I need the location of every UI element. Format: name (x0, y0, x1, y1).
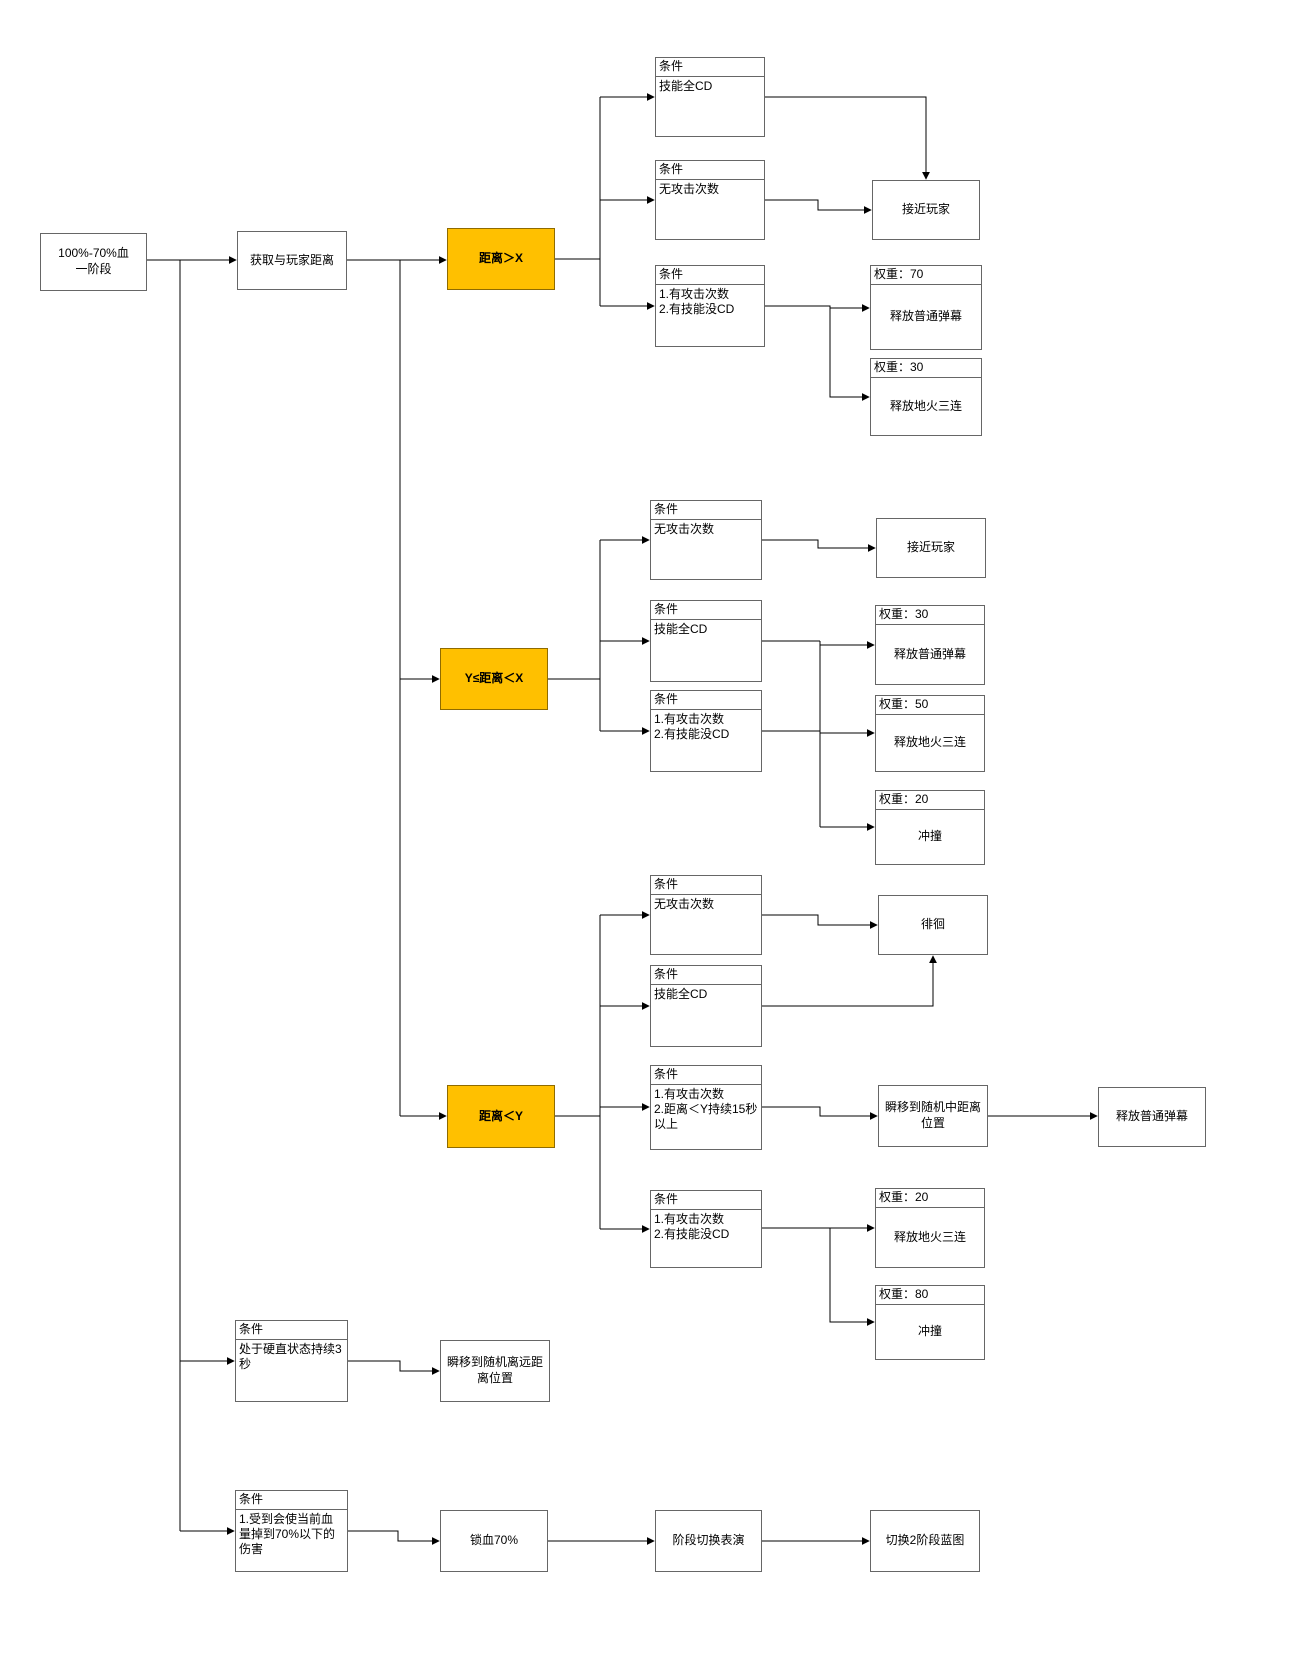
node-far-weight30-ground-fire[interactable]: 权重：30 释放地火三连 (870, 358, 982, 436)
node-far-cond-attack[interactable]: 条件 1.有攻击次数 2.有技能没CD (655, 265, 765, 347)
edge-near-no-attack-to-wander (762, 914, 878, 929)
weight-action: 冲撞 (917, 829, 942, 844)
condition-body: 1.有攻击次数 2.有技能没CD (654, 1211, 730, 1241)
node-near-weight20-ground-fire[interactable]: 权重：20 释放地火三连 (875, 1188, 985, 1268)
weight-action: 释放普通弹幕 (893, 646, 966, 661)
edge-near-attack-to-w80 (829, 1228, 875, 1326)
node-far-approach-player[interactable]: 接近玩家 (872, 180, 980, 240)
node-near-cond-skill-cd[interactable]: 条件 技能全CD (650, 965, 762, 1047)
condition-header: 条件 (651, 501, 761, 520)
node-dist-between-y-x[interactable]: Y≤距离＜X (440, 648, 548, 710)
condition-header: 条件 (236, 1491, 347, 1510)
condition-header: 条件 (656, 161, 764, 180)
node-wander[interactable]: 徘徊 (878, 895, 988, 955)
condition-body: 1.有攻击次数 2.距离＜Y持续15秒以上 (654, 1086, 758, 1132)
node-dist-gt-x[interactable]: 距离＞X (447, 228, 555, 290)
node-near-cond-15s[interactable]: 条件 1.有攻击次数 2.距离＜Y持续15秒以上 (650, 1065, 762, 1150)
node-get-player-distance[interactable]: 获取与玩家距离 (237, 231, 347, 290)
condition-body: 无攻击次数 (654, 521, 715, 536)
weight-action: 释放地火三连 (889, 398, 962, 413)
edge-hp-drop-to-lock-hp (348, 1530, 440, 1545)
weight-header: 权重：50 (876, 696, 984, 715)
node-cond-hp-drop[interactable]: 条件 1.受到会使当前血量掉到70%以下的伤害 (235, 1490, 348, 1572)
node-mid-weight30-barrage[interactable]: 权重：30 释放普通弹幕 (875, 605, 985, 685)
node-teleport-mid-distance[interactable]: 瞬移到随机中距离位置 (878, 1085, 988, 1147)
condition-header: 条件 (651, 601, 761, 620)
condition-body: 技能全CD (659, 78, 713, 93)
node-phase-1[interactable]: 100%-70%血 一阶段 (40, 233, 147, 291)
edge-far-skill-cd-to-approach (765, 96, 930, 180)
condition-body: 无攻击次数 (659, 181, 720, 196)
weight-action: 释放普通弹幕 (889, 309, 962, 324)
edge-near-skill-cd-to-wander (762, 955, 937, 1007)
edge-far-no-attack-to-approach (765, 199, 872, 214)
condition-header: 条件 (651, 691, 761, 710)
condition-header: 条件 (651, 1066, 761, 1085)
node-lock-hp-70[interactable]: 锁血70% (440, 1510, 548, 1572)
node-dist-lt-y[interactable]: 距离＜Y (447, 1085, 555, 1148)
condition-body: 技能全CD (654, 621, 708, 636)
edge-far-attack-to-w70 (765, 304, 870, 312)
condition-header: 条件 (651, 966, 761, 985)
node-mid-cond-attack[interactable]: 条件 1.有攻击次数 2.有技能没CD (650, 690, 762, 772)
weight-action: 冲撞 (917, 1324, 942, 1339)
weight-header: 权重：30 (876, 606, 984, 625)
condition-body: 技能全CD (654, 986, 708, 1001)
node-near-cond-attack[interactable]: 条件 1.有攻击次数 2.有技能没CD (650, 1190, 762, 1268)
condition-header: 条件 (236, 1321, 347, 1340)
node-phase-switch-performance[interactable]: 阶段切换表演 (655, 1510, 762, 1572)
node-near-release-barrage[interactable]: 释放普通弹幕 (1098, 1087, 1206, 1147)
node-mid-approach-player[interactable]: 接近玩家 (876, 518, 986, 578)
node-teleport-far-distance[interactable]: 瞬移到随机离远距离位置 (440, 1340, 550, 1402)
condition-body: 1.有攻击次数 2.有技能没CD (654, 711, 730, 741)
node-near-cond-no-attack[interactable]: 条件 无攻击次数 (650, 875, 762, 955)
edge-near-15s-to-teleport-mid (762, 1106, 878, 1120)
node-far-cond-no-attack[interactable]: 条件 无攻击次数 (655, 160, 765, 240)
condition-header: 条件 (656, 266, 764, 285)
condition-body: 无攻击次数 (654, 896, 715, 911)
condition-body: 1.受到会使当前血量掉到70%以下的伤害 (239, 1511, 336, 1557)
node-mid-weight20-charge[interactable]: 权重：20 冲撞 (875, 790, 985, 865)
node-mid-cond-skill-cd[interactable]: 条件 技能全CD (650, 600, 762, 682)
condition-body: 处于硬直状态持续3秒 (239, 1341, 342, 1371)
node-far-cond-skill-cd[interactable]: 条件 技能全CD (655, 57, 765, 137)
edge-far-attack-to-w30 (829, 307, 870, 401)
node-switch-phase2-blueprint[interactable]: 切换2阶段蓝图 (870, 1510, 980, 1572)
node-mid-cond-no-attack[interactable]: 条件 无攻击次数 (650, 500, 762, 580)
condition-header: 条件 (651, 876, 761, 895)
condition-body: 1.有攻击次数 2.有技能没CD (659, 286, 735, 316)
weight-header: 权重：80 (876, 1286, 984, 1305)
node-cond-stagger[interactable]: 条件 处于硬直状态持续3秒 (235, 1320, 348, 1402)
condition-header: 条件 (651, 1191, 761, 1210)
condition-header: 条件 (656, 58, 764, 77)
edge-mid-no-attack-to-approach (762, 539, 876, 552)
weight-header: 权重：30 (871, 359, 981, 378)
weight-action: 释放地火三连 (893, 735, 966, 750)
weight-action: 释放地火三连 (893, 1229, 966, 1244)
weight-header: 权重：20 (876, 1189, 984, 1208)
node-near-weight80-charge[interactable]: 权重：80 冲撞 (875, 1285, 985, 1360)
weight-header: 权重：20 (876, 791, 984, 810)
edge-stagger-to-teleport-far (348, 1360, 440, 1375)
node-far-weight70-barrage[interactable]: 权重：70 释放普通弹幕 (870, 265, 982, 350)
node-mid-weight50-ground-fire[interactable]: 权重：50 释放地火三连 (875, 695, 985, 772)
weight-header: 权重：70 (871, 266, 981, 285)
